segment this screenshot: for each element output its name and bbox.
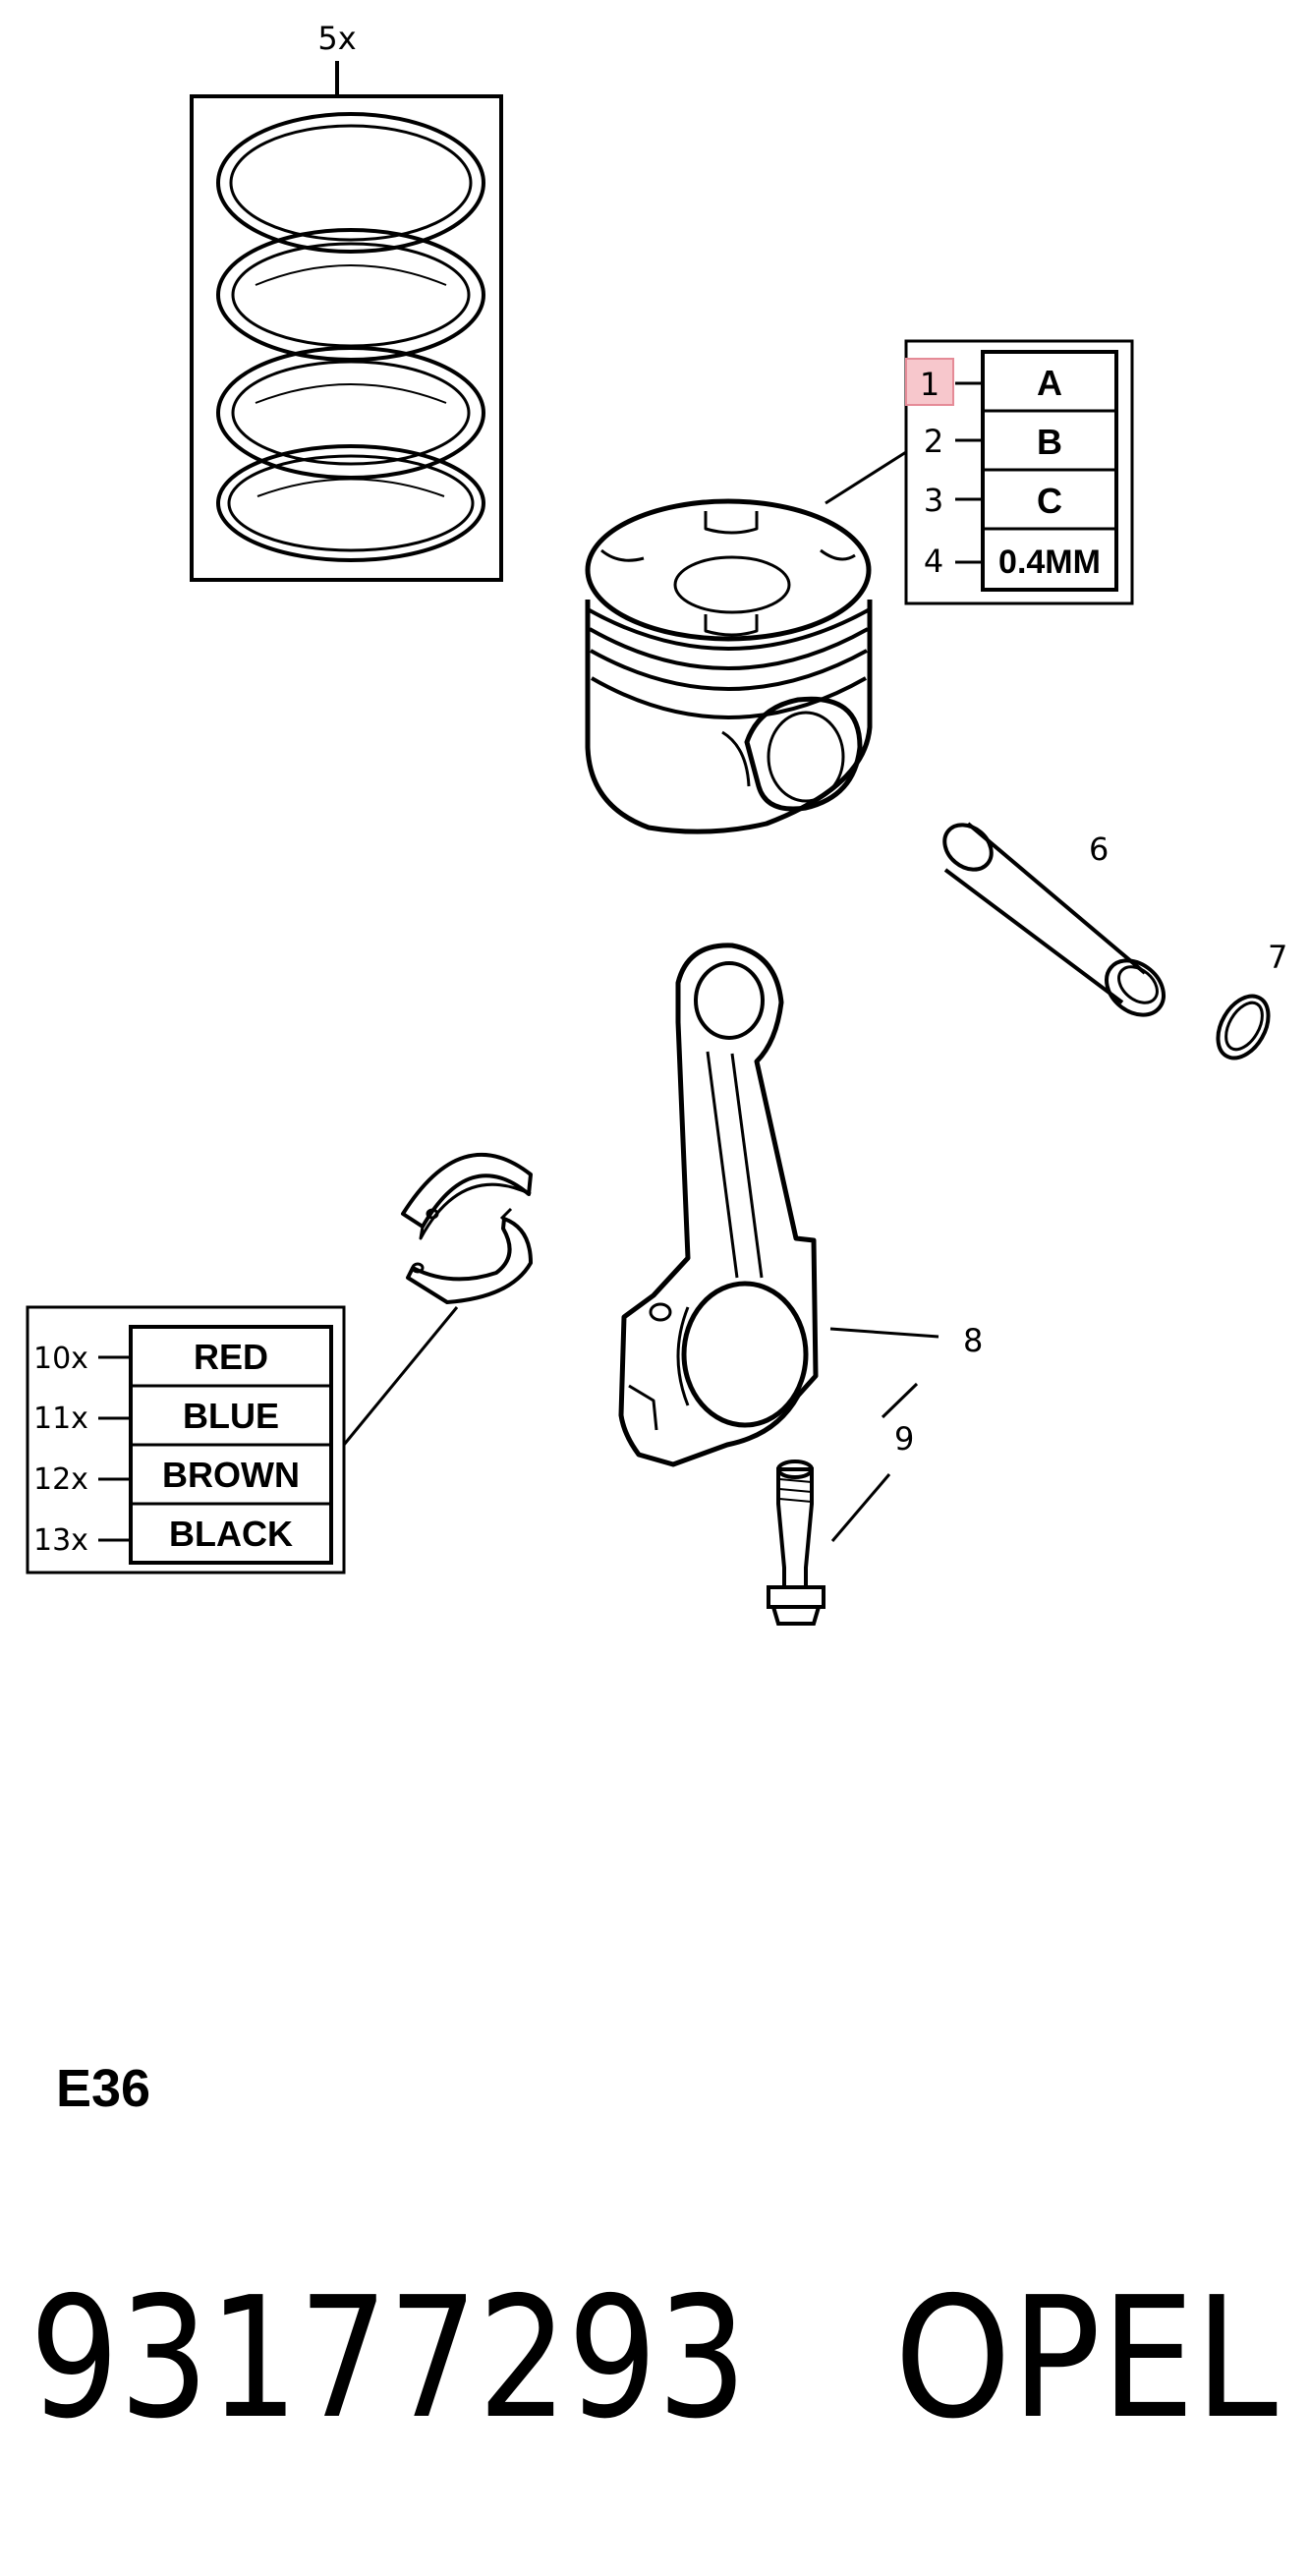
circlip: 7 [1216,939,1287,1060]
pin-label: 6 [1089,830,1109,868]
bearing-color-table: 10x 11x 12x 13x RED BLUE BROWN BLACK [26,1305,346,1574]
bearing-qty: 10x [33,1342,88,1376]
callout-number: 2 [924,423,943,460]
circlip-label: 7 [1268,939,1287,976]
part-number: 93177293 [29,2261,747,2456]
rod-label: 8 [963,1322,983,1359]
bearing-qty: 11x [33,1402,88,1436]
grade-value: 0.4MM [998,544,1101,581]
ring-set-frame [190,94,503,582]
bearing-color: BLACK [169,1514,293,1554]
grade-value: A [1037,363,1062,403]
bearing-qty: 12x [33,1462,88,1497]
callout-number: 3 [924,482,943,519]
bolt-label: 9 [894,1420,914,1458]
piston-ring-set: 5x [190,20,503,582]
callout-number: 1 [920,366,939,403]
section-code: E36 [56,2059,150,2118]
bearing-color: BROWN [162,1455,300,1495]
grade-value: C [1037,481,1062,521]
connecting-rod: 8 [618,943,983,1467]
bearing-color: BLUE [183,1396,279,1436]
ring-set-qty-label: 5x [317,20,356,57]
callout-1-highlight [905,358,954,406]
bearing-color: RED [194,1337,268,1377]
piston [585,498,873,834]
piston-pin: 6 [942,822,1166,1017]
brand-name: OPEL [894,2261,1278,2456]
callout-number: 4 [924,543,943,580]
bearing-shells [342,1152,533,1446]
piston-ring-2 [216,228,485,362]
piston-ring-1 [216,112,485,254]
piston-ring-4 [216,444,485,562]
grade-value: B [1037,422,1062,462]
piston-ring-3 [216,346,485,480]
piston-grade-table: 1 2 3 4 A B C 0.4MM [825,339,1134,605]
bearing-qty: 13x [33,1523,88,1558]
rod-bolt: 9 [767,1382,919,1626]
